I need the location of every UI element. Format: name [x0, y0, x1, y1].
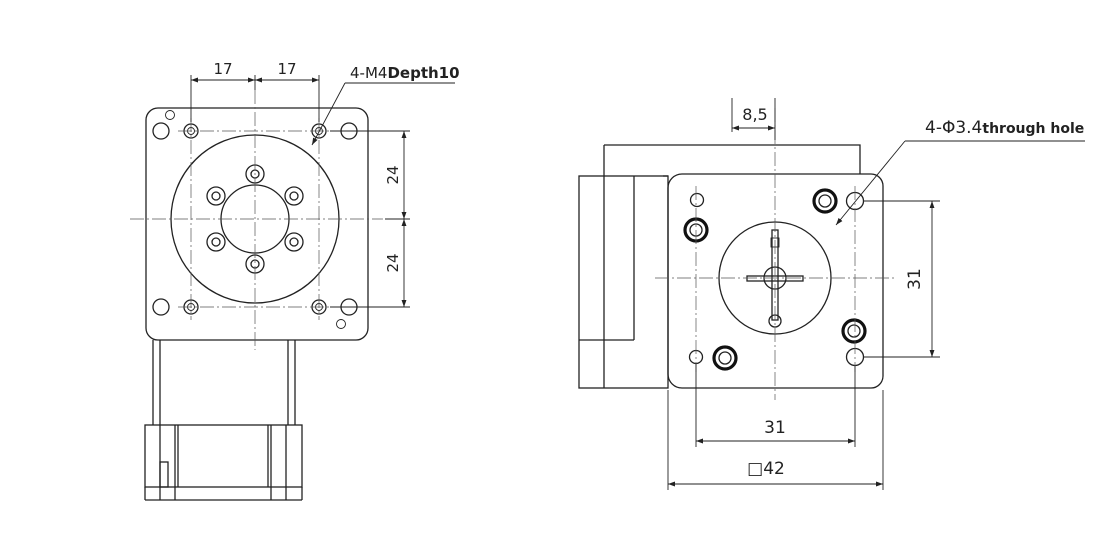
left-thread-callout: 4-M4Depth10 — [311, 64, 460, 146]
left-flange-outline — [145, 107, 369, 341]
right-hole-callout: 4-Φ3.4through hole — [835, 118, 1085, 226]
callout-phi: 4-Φ3.4 — [925, 118, 982, 138]
right-housing — [578, 144, 861, 389]
right-dim-8-5: 8,5 — [731, 98, 776, 140]
dim-24-top: 24 — [384, 165, 402, 184]
callout-m4: 4-M4 — [350, 64, 387, 82]
left-dims-horizontal: 17 17 — [190, 60, 320, 122]
dim-42: □42 — [747, 459, 785, 479]
right-view: 8,5 4-Φ3.4through hole 31 31 — [578, 98, 1085, 490]
dim-17-left: 17 — [213, 60, 232, 78]
left-dims-vertical: 24 24 — [330, 130, 410, 308]
svg-text:4-Φ3.4through hole: 4-Φ3.4through hole — [925, 118, 1084, 138]
dim-31-vertical: 31 — [905, 268, 925, 290]
right-dim-42: □42 — [667, 390, 884, 490]
dim-8-5: 8,5 — [742, 105, 767, 124]
left-guide-rods — [152, 340, 296, 425]
left-view: 17 17 24 24 4-M4Depth10 — [130, 60, 460, 501]
callout-through-hole: through hole — [982, 121, 1084, 137]
right-flange-outline — [667, 173, 884, 389]
left-motor-body — [144, 424, 303, 501]
dim-31-horizontal: 31 — [764, 418, 786, 438]
svg-text:4-M4Depth10: 4-M4Depth10 — [350, 64, 460, 82]
right-dim-31-horizontal: 31 — [695, 364, 856, 447]
right-dim-31-vertical: 31 — [864, 200, 940, 358]
callout-depth: Depth10 — [387, 64, 459, 82]
dim-24-bottom: 24 — [384, 253, 402, 272]
dim-17-right: 17 — [277, 60, 296, 78]
